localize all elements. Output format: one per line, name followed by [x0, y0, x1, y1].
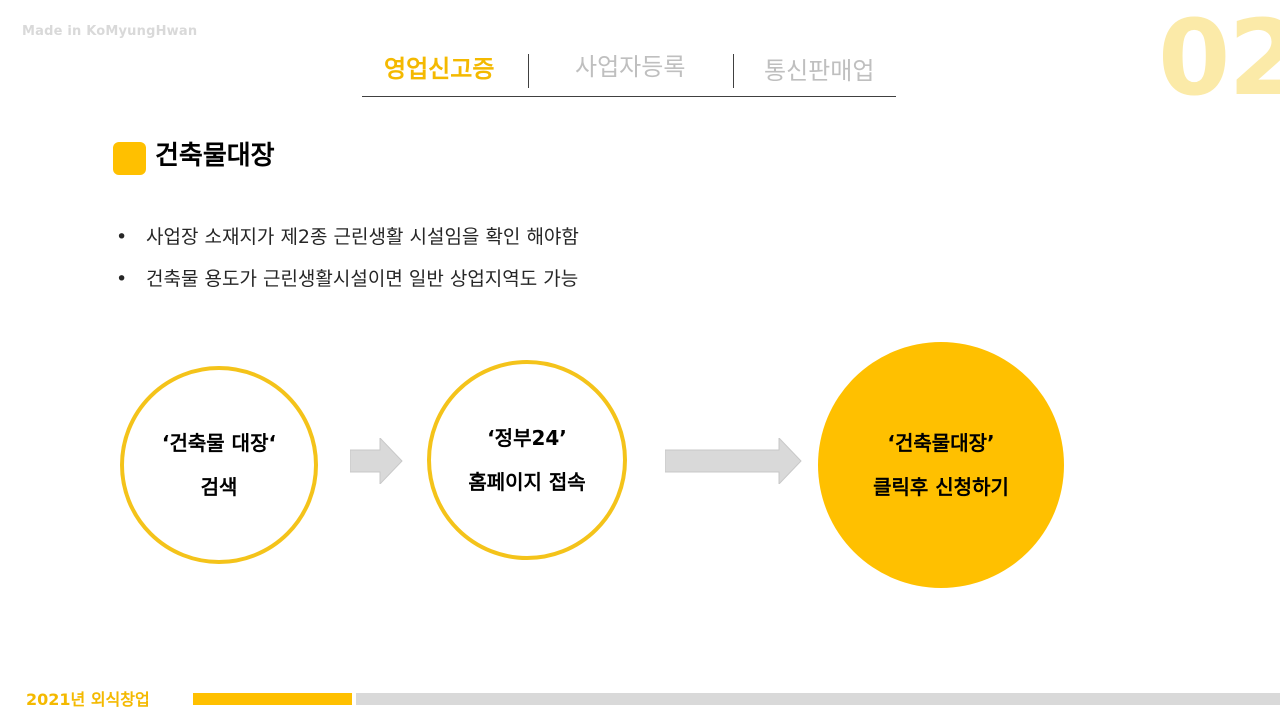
tab-mail-order-sales[interactable]: 통신판매업 [764, 57, 875, 85]
list-item: • 사업장 소재지가 제2종 근린생활 시설임을 확인 해야함 [112, 222, 579, 252]
step-title: ‘정부24’ [487, 426, 567, 450]
step-visit-gov24: ‘정부24’ 홈페이지 접속 [427, 360, 627, 560]
bullet-text: 사업장 소재지가 제2종 근린생활 시설임을 확인 해야함 [146, 226, 579, 248]
bullet-icon: • [116, 268, 128, 290]
step-title: ‘건축물대장’ [887, 431, 995, 455]
step-title: ‘건축물 대장‘ [161, 431, 277, 455]
page-number: 02 [1158, 0, 1280, 119]
step-search-building-register: ‘건축물 대장‘ 검색 [120, 366, 318, 564]
arrow-right-icon [350, 438, 403, 484]
footer-label: 2021년 외식창업 [26, 690, 150, 709]
step-subtitle: 홈페이지 접속 [468, 470, 586, 494]
tab-divider [528, 54, 529, 88]
bullet-list: • 사업장 소재지가 제2종 근린생활 시설임을 확인 해야함 • 건축물 용도… [112, 222, 579, 306]
author-credit: Made in KoMyungHwan [22, 24, 198, 39]
arrow-right-icon [665, 438, 802, 484]
step-subtitle: 클릭후 신청하기 [873, 475, 1009, 499]
step-subtitle: 검색 [200, 475, 238, 499]
list-item: • 건축물 용도가 근린생활시설이면 일반 상업지역도 가능 [112, 264, 579, 294]
footer-track-bar [356, 693, 1280, 705]
bullet-icon: • [116, 226, 128, 248]
tab-divider [733, 54, 734, 88]
tab-business-report[interactable]: 영업신고증 [384, 55, 495, 83]
bullet-text: 건축물 용도가 근린생활시설이면 일반 상업지역도 가능 [146, 268, 579, 290]
step-apply-building-register: ‘건축물대장’ 클릭후 신청하기 [818, 342, 1064, 588]
section-title: 건축물대장 [155, 141, 275, 171]
section-marker-icon [113, 142, 146, 175]
footer-accent-bar [193, 693, 352, 705]
tab-business-registration[interactable]: 사업자등록 [575, 53, 686, 81]
top-nav: 영업신고증 사업자등록 통신판매업 [362, 52, 896, 97]
